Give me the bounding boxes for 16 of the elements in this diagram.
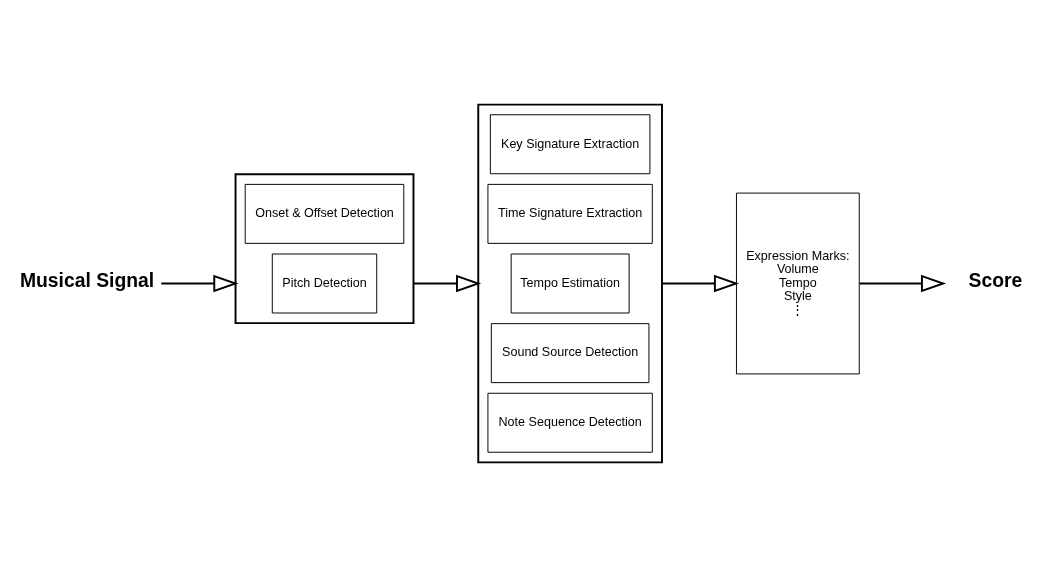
arrow <box>160 274 239 293</box>
cluster <box>234 173 415 325</box>
node-box: Note Sequence Detection <box>487 392 653 453</box>
node-text: Musical Signal <box>19 269 155 292</box>
node-box: Onset & Offset Detection <box>244 183 405 244</box>
node-text: Score <box>968 269 1023 292</box>
node-box: Expression Marks: Volume Tempo Style ⋮ <box>735 192 860 375</box>
node-box: Sound Source Detection <box>490 323 650 384</box>
arrow <box>858 274 947 293</box>
node-box: Tempo Estimation <box>510 253 630 314</box>
cluster <box>477 103 663 464</box>
arrow <box>412 274 482 293</box>
arrow <box>661 274 740 293</box>
node-box: Key Signature Extraction <box>489 114 651 175</box>
node-box: Pitch Detection <box>271 253 378 314</box>
node-box: Time Signature Extraction <box>487 183 653 244</box>
